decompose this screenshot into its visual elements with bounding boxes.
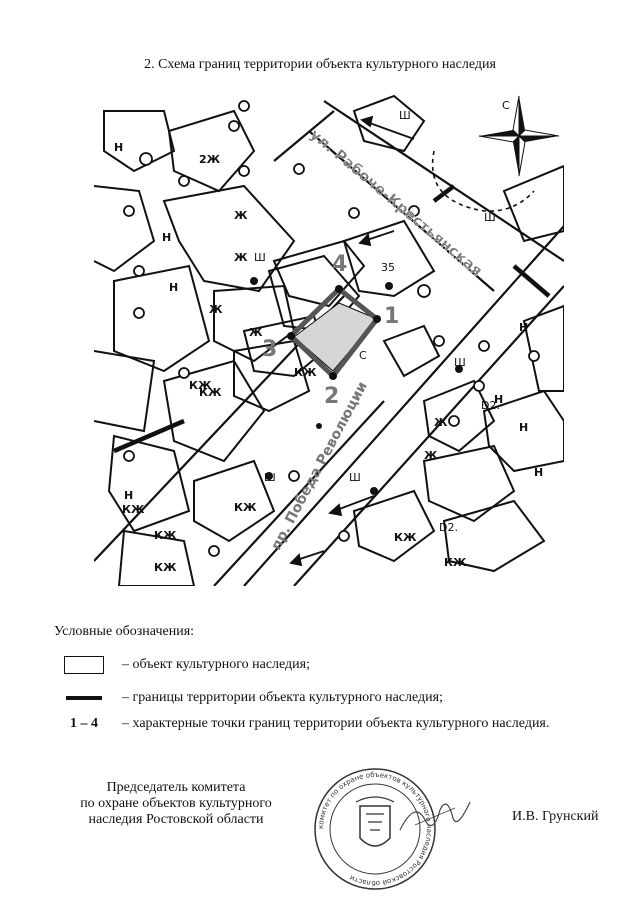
building-label: Ж	[434, 416, 448, 429]
boundary-map: 2Ж Ж Н Н КЖ КЖ КЖ Ж Н Ж Н КЖ КЖ КЖ Ж Н Н…	[94, 91, 564, 586]
building-label: 2Ж	[199, 153, 221, 166]
point-label-2: 2	[324, 384, 339, 409]
building-label: Ж	[424, 449, 438, 462]
map-label: C	[359, 349, 367, 362]
legend-item-points: 1 – 4 – характерные точки границ террито…	[54, 716, 549, 732]
legend-points-symbol: 1 – 4	[70, 716, 98, 731]
page-title: 2. Схема границ территории объекта культ…	[144, 57, 496, 72]
building-label: Н	[534, 466, 543, 479]
utility-markers	[123, 100, 540, 557]
point-label-1: 1	[384, 304, 399, 329]
legend-box-symbol	[64, 656, 104, 674]
signatory-name: И.В. Грунский	[512, 809, 599, 824]
position-line: Председатель комитета	[106, 780, 246, 795]
building-label: КЖ	[122, 503, 145, 516]
building-label: КЖ	[444, 556, 467, 569]
coat-of-arms-icon	[355, 796, 395, 847]
building-label: КЖ	[189, 379, 212, 392]
point-labels: 1 2 3 4	[262, 252, 399, 409]
building-label: КЖ	[199, 386, 222, 399]
building-label: КЖ	[294, 366, 317, 379]
misc-labels: 35 D2. D2. Ш Ш Ш Ш Ш C C Ш	[254, 99, 510, 534]
direction-arrows	[289, 115, 415, 567]
official-stamp: комитет по охране объектов культурного н…	[310, 766, 440, 892]
building-labels: 2Ж Ж Н Н КЖ КЖ КЖ Ж Н Ж Н КЖ КЖ КЖ Ж Н Н…	[114, 141, 543, 574]
object-boundary	[287, 285, 381, 380]
map-label: D2.	[439, 521, 458, 534]
position-line: по охране объектов культурного	[80, 796, 272, 811]
survey-dots	[250, 277, 463, 495]
building-label: Ж	[209, 303, 223, 316]
legend-title: Условные обозначения:	[54, 624, 195, 639]
building-label: Ж	[249, 326, 263, 339]
building-label: КЖ	[154, 561, 177, 574]
building-label: Ж	[234, 251, 248, 264]
building-label: Н	[169, 281, 178, 294]
position-line: наследия Ростовской области	[88, 812, 264, 827]
point-label-4: 4	[332, 252, 347, 277]
signatory-position: Председатель комитета по охране объектов…	[76, 780, 276, 828]
map-label: Ш	[349, 471, 361, 484]
legend-line-symbol	[66, 696, 102, 700]
map-label: Ш	[484, 211, 496, 224]
building-label: Н	[114, 141, 123, 154]
building-label: КЖ	[234, 501, 257, 514]
compass-rose-icon	[478, 95, 560, 177]
building-label: Ж	[234, 209, 248, 222]
map-label: Ш	[399, 109, 411, 122]
map-label: D2.	[481, 399, 500, 412]
building-label: Н	[162, 231, 171, 244]
building-label: Н	[124, 489, 133, 502]
legend-item-text: – характерные точки границ территории об…	[122, 716, 550, 731]
map-label: Ш	[264, 471, 276, 484]
legend-item-text: – объект культурного наследия;	[122, 657, 310, 672]
map-label: Ш	[454, 356, 466, 369]
map-label: Ш	[254, 251, 266, 264]
legend-item-boundary: – границы территории объекта культурного…	[54, 690, 443, 706]
legend-item-text: – границы территории объекта культурного…	[122, 690, 443, 705]
map-label: C	[502, 99, 510, 112]
building-label: Н	[519, 321, 528, 334]
legend-item-object: – объект культурного наследия;	[54, 656, 310, 674]
building-label: Н	[519, 421, 528, 434]
building-label: КЖ	[394, 531, 417, 544]
point-label-3: 3	[262, 337, 277, 362]
building-outlines	[94, 94, 564, 586]
map-label: 35	[381, 261, 395, 274]
building-label: КЖ	[154, 529, 177, 542]
building-label: Н	[494, 393, 503, 406]
handwritten-signature	[399, 801, 471, 831]
heavy-lines	[113, 184, 551, 454]
